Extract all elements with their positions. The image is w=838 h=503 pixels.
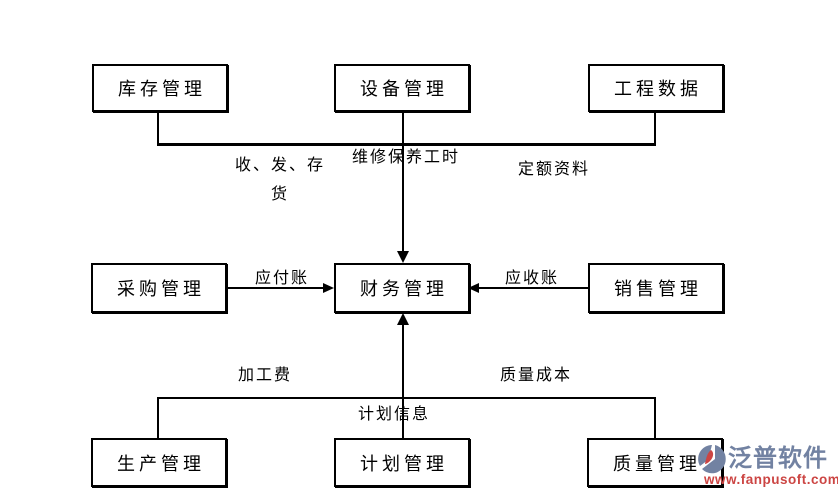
arrowhead-into-finance-top [397, 251, 409, 263]
node-label: 质量管理 [613, 453, 701, 474]
edge-label-accounts-receivable: 应收账 [505, 270, 560, 287]
edge-label-accounts-payable: 应付账 [255, 270, 310, 287]
edge-label-quality-cost: 质量成本 [500, 367, 573, 384]
connector-equipment-to-finance [402, 111, 404, 252]
connector-engineering-drop [654, 111, 656, 145]
node-label: 计划管理 [360, 453, 448, 474]
fanpu-brand-text: 泛普软件 [728, 445, 828, 472]
node-label: 生产管理 [117, 453, 205, 474]
connector-planning-to-finance [402, 325, 404, 438]
node-label: 销售管理 [614, 279, 702, 299]
node-label: 财务管理 [360, 279, 448, 299]
fanpu-watermark: 泛普软件 www.fanpusoft.com [698, 444, 838, 487]
node-label: 库存管理 [118, 79, 206, 99]
connector-production-rise [157, 398, 159, 438]
node-equipment-management: 设备管理 [334, 64, 470, 112]
node-label: 设备管理 [360, 79, 448, 99]
edge-label-plan-info: 计划信息 [358, 406, 431, 423]
edge-label-maintenance-hours: 维修保养工时 [352, 149, 461, 166]
node-sales-management: 销售管理 [588, 263, 724, 313]
node-procurement-management: 采购管理 [91, 263, 227, 313]
edge-label-stock-flow: 收、发、存 货 [220, 151, 340, 209]
connector-quality-rise [654, 398, 656, 438]
fanpu-url-text: www.fanpusoft.com [704, 472, 838, 487]
connector-inventory-drop [157, 111, 159, 145]
node-inventory-management: 库存管理 [92, 64, 228, 112]
arrowhead-into-finance-left [323, 283, 334, 293]
connector-procurement-to-finance [227, 287, 325, 289]
node-planning-management: 计划管理 [334, 438, 470, 487]
edge-label-stock-flow-line1: 收、发、存 [234, 157, 325, 174]
edge-label-stock-flow-line2: 货 [270, 186, 289, 203]
arrowhead-into-finance-bottom [397, 313, 409, 325]
connector-bottom-horizontal [157, 397, 656, 399]
node-production-management: 生产管理 [91, 438, 227, 487]
arrowhead-into-finance-right [468, 283, 479, 293]
fanpu-logo-icon [698, 444, 728, 474]
node-label: 采购管理 [117, 279, 205, 299]
connector-top-horizontal [157, 143, 656, 146]
node-finance-management: 财务管理 [334, 263, 470, 313]
edge-label-processing-fee: 加工费 [238, 367, 293, 384]
node-label: 工程数据 [614, 79, 702, 99]
node-engineering-data: 工程数据 [588, 64, 724, 112]
connector-sales-to-finance [479, 287, 588, 289]
edge-label-quota-data: 定额资料 [518, 161, 591, 178]
